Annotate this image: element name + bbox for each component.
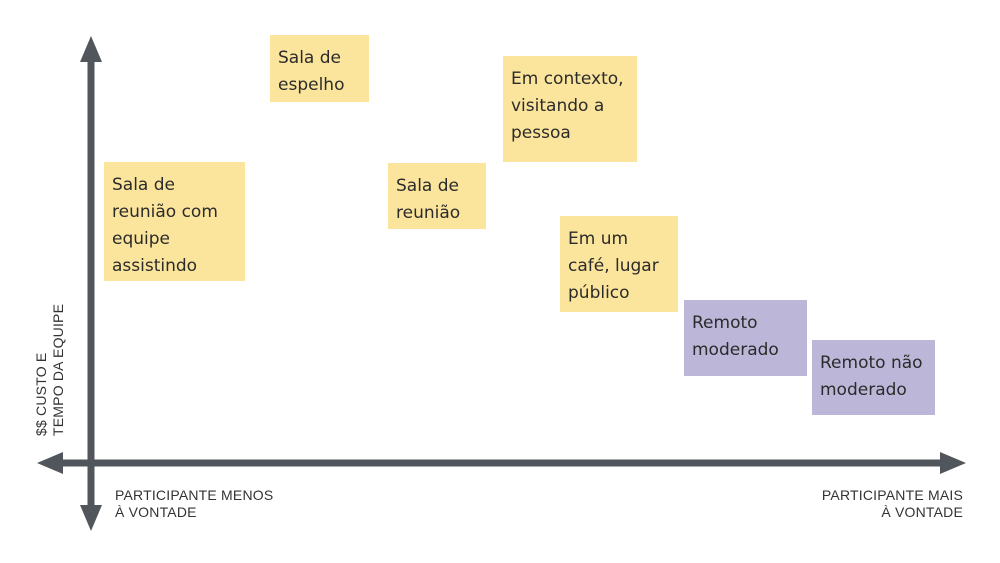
note-em-contexto: Em contexto, visitando a pessoa <box>503 56 637 162</box>
note-remoto-moderado: Remoto moderado <box>684 300 807 376</box>
x-axis-arrow-left <box>37 452 63 474</box>
x-axis-label-left: PARTICIPANTE MENOS À VONTADE <box>115 487 274 520</box>
y-axis-arrow-down <box>80 505 102 531</box>
note-sala-de-reuniao: Sala de reunião <box>388 163 486 229</box>
note-sala-reuniao-equipe: Sala de reunião com equipe assistindo <box>104 162 245 281</box>
x-axis-arrow-right <box>940 452 966 474</box>
x-axis-label-right: PARTICIPANTE MAIS À VONTADE <box>821 487 963 520</box>
y-axis-label: $$ CUSTO E TEMPO DA EQUIPE <box>33 303 66 436</box>
note-sala-de-espelho: Sala de espelho <box>270 35 369 102</box>
note-remoto-nao-moderado: Remoto não moderado <box>812 340 935 415</box>
y-axis-arrow-up <box>80 36 102 62</box>
note-cafe-lugar-publico: Em um café, lugar público <box>560 216 678 312</box>
